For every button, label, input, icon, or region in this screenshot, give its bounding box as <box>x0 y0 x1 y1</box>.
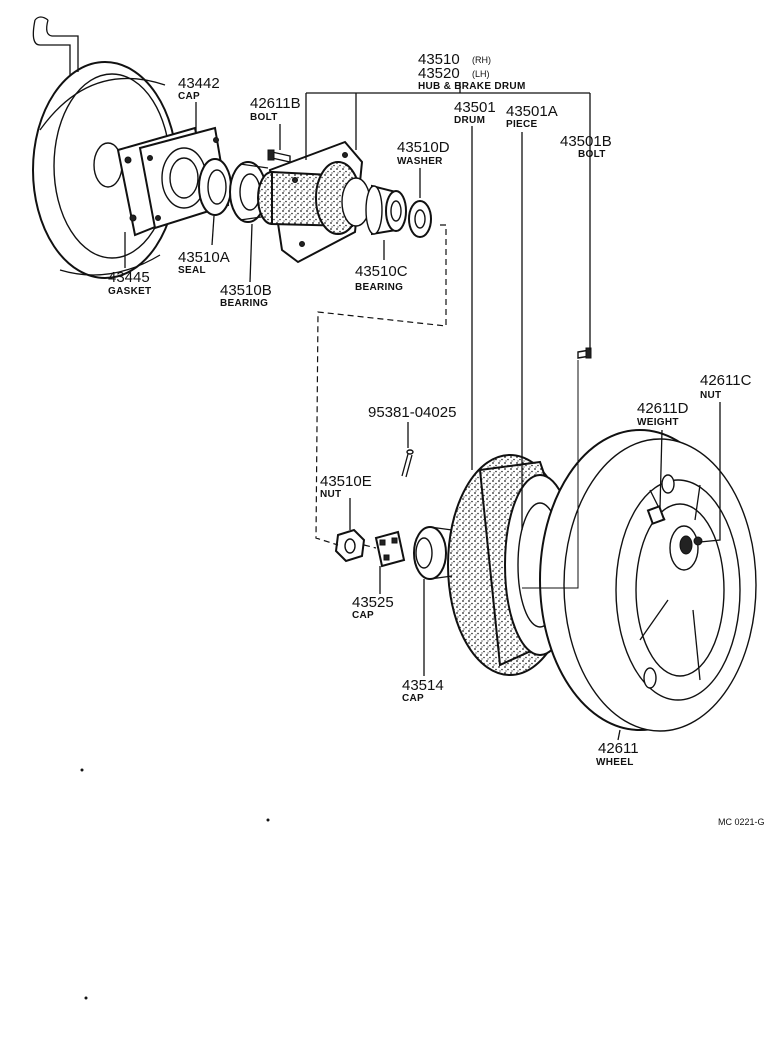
label-43442-number: 43442 <box>178 75 220 92</box>
label-43510e-number: 43510E <box>320 473 372 490</box>
bolt-42611b <box>267 149 291 163</box>
cap-43514 <box>413 526 453 580</box>
label-43510c-number: 43510C <box>355 263 408 280</box>
label-43525-desc: CAP <box>352 610 374 621</box>
label-43520-number: 43520 <box>418 65 460 82</box>
label-43501b-desc: BOLT <box>578 149 606 160</box>
label-43510-number: 43510 <box>418 51 460 68</box>
label-43510b-number: 43510B <box>220 282 272 299</box>
seal-43510a <box>198 158 232 216</box>
callout-43510c: 43510C BEARING <box>355 263 408 293</box>
label-43510b-desc: BEARING <box>220 298 268 309</box>
figure-code: MC 0221-G <box>718 817 765 827</box>
callout-43510d: 43510D WASHER <box>397 139 450 167</box>
label-42611c-desc: NUT <box>700 390 721 401</box>
callout-43501: 43501 DRUM <box>454 99 496 126</box>
callout-43525: 43525 CAP <box>352 594 394 621</box>
bearing-43510c <box>365 184 407 236</box>
label-43510a-number: 43510A <box>178 249 230 266</box>
callout-43445: 43445 GASKET <box>108 269 151 297</box>
label-43510-tag: (RH) <box>472 55 491 65</box>
label-43510e-desc: NUT <box>320 489 341 500</box>
callout-42611: 42611 WHEEL <box>596 740 639 768</box>
label-43510d-desc: WASHER <box>397 156 443 167</box>
label-95381-number: 95381-04025 <box>368 404 456 421</box>
cotter-pin-95381 <box>401 449 414 478</box>
callout-43501a: 43501A PIECE <box>506 103 558 130</box>
label-42611c-number: 42611C <box>700 372 752 389</box>
label-43501a-number: 43501A <box>506 103 558 120</box>
bolt-43501b <box>577 347 592 359</box>
label-43520-tag: (LH) <box>472 69 490 79</box>
callout-43514: 43514 CAP <box>402 677 444 704</box>
leader-lines <box>124 82 721 741</box>
label-43501-desc: DRUM <box>454 115 485 126</box>
label-43442-desc: CAP <box>178 91 200 102</box>
label-42611d-desc: WEIGHT <box>637 417 679 428</box>
label-43501a-desc: PIECE <box>506 119 538 130</box>
washer-43510d <box>408 200 432 238</box>
label-43514-desc: CAP <box>402 693 424 704</box>
label-43510a-desc: SEAL <box>178 265 206 276</box>
label-43514-number: 43514 <box>402 677 444 694</box>
callout-43510e: 43510E NUT <box>320 473 372 500</box>
label-43445-desc: GASKET <box>108 286 151 297</box>
callout-42611d: 42611D WEIGHT <box>637 400 689 428</box>
bearing-43510b <box>229 161 269 223</box>
label-43445-number: 43445 <box>108 269 150 286</box>
callout-42611c: 42611C NUT <box>700 372 752 401</box>
label-43525-number: 43525 <box>352 594 394 611</box>
callout-43510a: 43510A SEAL <box>178 249 230 276</box>
callout-43442: 43442 CAP <box>178 75 220 102</box>
cap-43525 <box>374 530 406 568</box>
callout-43510b: 43510B BEARING <box>220 282 272 309</box>
weight-42611d <box>646 505 666 525</box>
label-42611b-desc: BOLT <box>250 112 278 123</box>
label-43510c-desc: BEARING <box>355 282 403 293</box>
callout-43501b: 43501B BOLT <box>560 133 612 160</box>
callout-42611b: 42611B BOLT <box>250 95 301 123</box>
label-42611-desc: WHEEL <box>596 757 634 768</box>
label-43510d-number: 43510D <box>397 139 450 156</box>
label-43501b-number: 43501B <box>560 133 612 150</box>
hub-flange <box>257 140 371 264</box>
label-42611d-number: 42611D <box>637 400 689 417</box>
callout-hub-brake-drum: 43510 (RH) 43520 (LH) HUB & BRAKE DRUM <box>418 51 526 92</box>
nut-43510e <box>334 528 366 563</box>
label-43501-number: 43501 <box>454 99 496 116</box>
wheel-42611 <box>539 429 757 732</box>
label-42611b-number: 42611B <box>250 95 301 112</box>
nut-42611c <box>693 536 703 546</box>
label-42611-number: 42611 <box>598 740 639 757</box>
callout-95381: 95381-04025 <box>368 404 456 421</box>
label-hub-drum-desc: HUB & BRAKE DRUM <box>418 81 526 92</box>
